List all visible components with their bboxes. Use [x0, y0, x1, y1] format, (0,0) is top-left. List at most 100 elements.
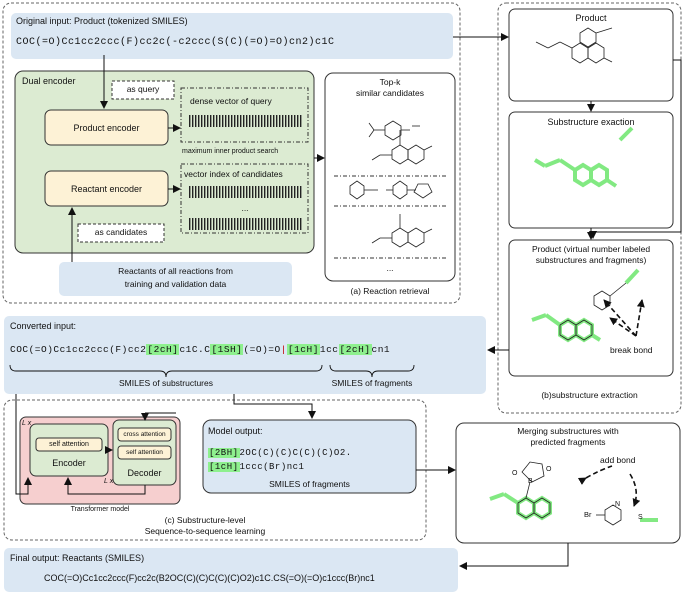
candidate-vector-bar: [188, 186, 302, 198]
candidate-vector-bar: [188, 218, 302, 230]
converted-input-label: Converted input:: [10, 321, 76, 331]
converted-seg: cn1: [371, 344, 391, 355]
original-input-box: [11, 13, 453, 59]
converted-seg: 1cc: [319, 344, 339, 355]
virtual-token: [2cH]: [338, 344, 372, 355]
encoder-self-attention-box: [35, 437, 103, 452]
decoder-self-attention-box: [117, 445, 172, 460]
converted-seg: c1C.C: [179, 344, 211, 355]
virtual-token: [2BH]: [208, 448, 240, 458]
model-output-label: Model output:: [208, 426, 263, 436]
reactants-source-line2: training and validation data: [124, 279, 227, 289]
labeled-box-title-1: Product (virtual number labeled: [531, 244, 651, 254]
merging-title-1: Merging substructures with: [517, 426, 619, 436]
original-input-smiles: COC(=O)Cc1cc2ccc(F)cc2c(-c2ccc(S(C)(=O)=…: [16, 37, 335, 48]
bromine-atom-label: Br: [584, 510, 592, 519]
merging-title-2: predicted fragments: [530, 437, 606, 447]
virtual-token: [1cH]: [208, 462, 240, 472]
transformer-name: Transformer model: [70, 506, 130, 513]
nitrogen-atom-label: N: [615, 501, 621, 508]
add-bond-label: add bond: [600, 455, 636, 465]
final-output-smiles: COC(=O)Cc1cc2ccc(F)cc2c(B2OC(C)(C)C(C)(C…: [44, 573, 375, 583]
reactant-encoder-label: Reactant encoder: [70, 184, 143, 194]
product-encoder-label: Product encoder: [73, 123, 140, 133]
substructure-brace-label: SMILES of substructures: [118, 378, 213, 388]
encoder-layers-label: L x: [22, 420, 32, 427]
model-output-box: [202, 419, 417, 494]
dense-vector-bar: [188, 115, 302, 127]
cross-attention-label: cross attention: [123, 431, 166, 438]
break-bond-arrow: [635, 299, 645, 337]
converted-input-smiles: COC(=O)Cc1cc2ccc(F)cc2[2cH]c1C.C[1SH](=O…: [10, 344, 391, 356]
substructure-brace: [9, 364, 323, 378]
flow-arrows: [15, 33, 682, 570]
as-candidates-box: [77, 223, 165, 243]
retrieval-section-border: [2, 2, 461, 304]
model-output-seg: 1ccc(Br)nc1: [239, 462, 305, 472]
exaction-molecule: [533, 126, 634, 188]
oxygen-atom-label: O: [546, 466, 552, 473]
candidate-molecule-3: [349, 180, 433, 200]
vector-ellipsis: ...: [241, 203, 249, 213]
retrieval-caption: (a) Reaction retrieval: [350, 286, 430, 296]
vector-index-box: [180, 163, 309, 234]
fragment-brace: [329, 364, 415, 378]
decoder-layers-label: L x: [104, 478, 114, 485]
encoder-label: Encoder: [52, 458, 86, 468]
reactants-source-line1: Reactants of all reactions from: [118, 266, 233, 276]
mips-label: maximum inner product search: [182, 148, 279, 155]
model-output-seg: 2OC(C)(C)C(C)(C)O2.: [239, 448, 352, 458]
virtual-token: [1cH]: [286, 344, 320, 355]
decoder-self-attention-label: self attention: [126, 449, 163, 456]
virtual-token: [2cH]: [146, 344, 180, 355]
labeled-box-title-2: substructures and fragments): [535, 255, 647, 265]
topk-title-2: similar candidates: [355, 88, 425, 98]
topk-candidates-box: [324, 72, 456, 282]
as-candidates-label: as candidates: [94, 227, 148, 237]
final-output-box: [4, 548, 458, 592]
as-query-box: [111, 80, 175, 100]
dual-encoder-title: Dual encoder: [22, 76, 76, 86]
extraction-caption: (b)substructure extraction: [541, 390, 638, 400]
candidate-molecule-2: [371, 130, 433, 165]
seq2seq-caption-2: Sequence-to-sequence learning: [144, 526, 266, 536]
fragment-brace-label: SMILES of fragments: [331, 378, 413, 388]
converted-input-box: [4, 316, 486, 394]
candidate-molecule-1: [368, 120, 420, 141]
dense-vector-label: dense vector of query: [190, 96, 272, 106]
original-input-label: Original input: Product (tokenized SMILE…: [16, 16, 188, 26]
break-bond-label: break bond: [610, 345, 653, 355]
decoder-label: Decoder: [127, 468, 162, 478]
model-output-line1: [2BH]2OC(C)(C)C(C)(C)O2.: [208, 448, 352, 458]
final-output-label: Final output: Reactants (SMILES): [10, 553, 145, 563]
exaction-box-title: Substructure exaction: [547, 117, 635, 127]
virtual-token: [1SH]: [210, 344, 244, 355]
converted-input-label-text: Converted input:: [10, 321, 77, 331]
add-bond-arrow: [629, 473, 641, 507]
reactants-source-box: [59, 262, 292, 296]
oxygen-atom-label: O: [512, 470, 518, 477]
candidate-molecule-4: [371, 214, 433, 248]
seq2seq-caption-1: (c) Substructure-level: [164, 515, 246, 525]
model-output-line2: [1cH]1ccc(Br)nc1: [208, 462, 304, 472]
merged-molecule-outline: [517, 461, 622, 526]
dense-vector-box: [180, 87, 309, 143]
encoder-self-attention-label: self attention: [49, 441, 89, 448]
as-query-label: as query: [126, 84, 160, 94]
topk-title-1: Top-k: [379, 77, 401, 87]
boron-atom-label: B: [528, 478, 533, 485]
topk-ellipsis: ...: [386, 263, 394, 273]
product-molecule: [535, 27, 613, 64]
vector-index-label: vector index of candidates: [184, 169, 283, 179]
break-bond-arrow: [603, 299, 637, 337]
product-box-title: Product: [575, 13, 607, 23]
converted-separator: |: [280, 344, 287, 355]
converted-seg: COC(=O)Cc1cc2ccc(F)cc2: [10, 344, 147, 355]
add-bond-arrow: [577, 465, 613, 485]
sulfur-atom-label: S: [638, 514, 643, 521]
converted-seg: (=O)=O: [243, 344, 281, 355]
cross-attention-box: [117, 427, 172, 442]
model-output-caption: SMILES of fragments: [269, 479, 350, 489]
